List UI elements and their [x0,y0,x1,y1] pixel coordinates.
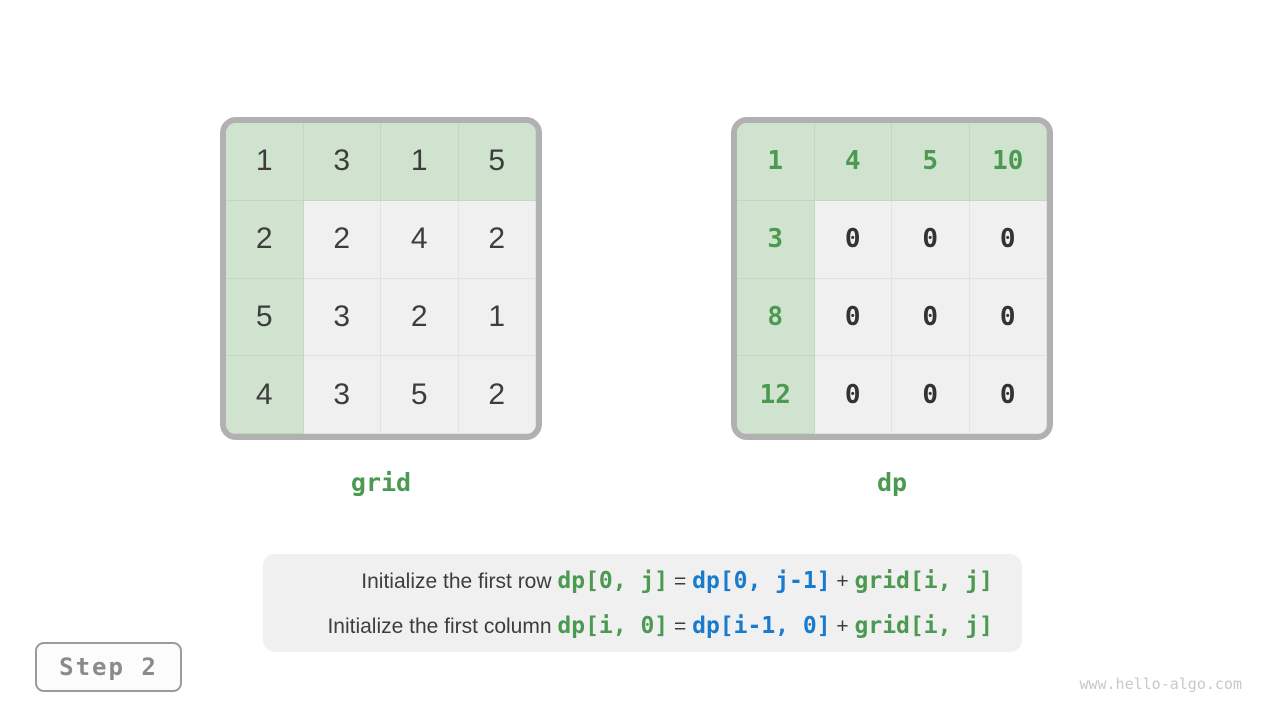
grid-cell: 2 [458,356,536,434]
grid-cell: 2 [303,200,381,279]
caption-text: + [830,570,855,593]
grid-cell: 3 [303,278,381,357]
grid-cell: 3 [303,356,381,434]
grid-cell: 4 [814,123,892,201]
caption-text: = [668,570,693,593]
dp-matrix-label: dp [876,468,908,497]
code-token: grid[i, j] [854,613,993,639]
step-badge: Step 2 [35,642,182,692]
caption-text: = [668,615,693,638]
grid-cell: 3 [303,123,381,201]
grid-cell: 2 [381,278,459,357]
grid-cell: 1 [381,123,459,201]
code-token: dp[0, j] [557,568,669,594]
grid-cell: 8 [737,278,815,357]
caption-line-first-column: Initialize the first column dp[i, 0] = d… [263,604,993,649]
grid-matrix-label: grid [350,468,412,497]
grid-cell: 1 [458,278,536,357]
grid-cell: 0 [969,200,1047,279]
code-token: dp[i, 0] [557,613,669,639]
grid-cell: 0 [892,200,970,279]
grid-cell: 1 [737,123,815,201]
caption-text: + [830,615,855,638]
code-token: dp[i-1, 0] [692,613,831,639]
grid-cell: 10 [969,123,1047,201]
grid-cell: 0 [814,356,892,434]
code-token: dp[0, j-1] [692,568,831,594]
grid-cell: 0 [814,200,892,279]
grid-cell: 0 [814,278,892,357]
grid-cell: 2 [458,200,536,279]
grid-cell: 0 [892,278,970,357]
grid-cell: 0 [969,278,1047,357]
grid-cell: 5 [892,123,970,201]
grid-cell: 2 [226,200,304,279]
caption-text: Initialize the first column [327,615,558,638]
grid-cell: 4 [381,200,459,279]
grid-cell: 1 [226,123,304,201]
grid-cell: 0 [892,356,970,434]
grid-cell: 3 [737,200,815,279]
grid-cell: 5 [458,123,536,201]
caption-text: Initialize the first row [361,570,558,593]
grid-cell: 5 [226,278,304,357]
grid-cell: 0 [969,356,1047,434]
code-token: grid[i, j] [854,568,993,594]
grid-cell: 12 [737,356,815,434]
watermark-text: www.hello-algo.com [1079,675,1242,693]
grid-cell: 4 [226,356,304,434]
grid-cell: 5 [381,356,459,434]
caption-line-first-row: Initialize the first row dp[0, j] = dp[0… [263,559,993,604]
caption-box: Initialize the first row dp[0, j] = dp[0… [263,554,1022,652]
